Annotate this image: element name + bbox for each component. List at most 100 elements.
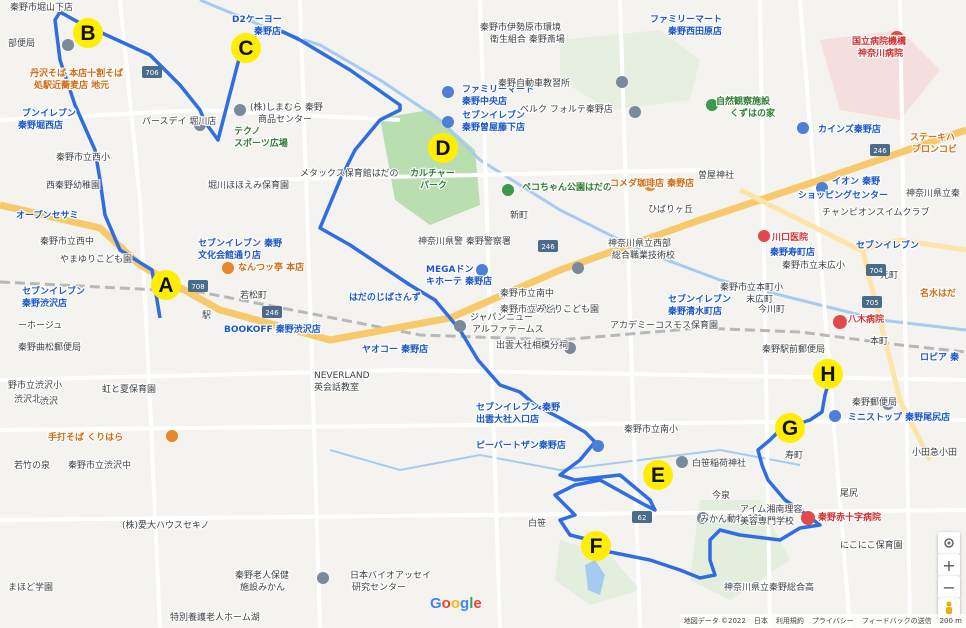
place-label: ピーバートザン秦野店 [476, 439, 566, 451]
place-label: 末広町 [746, 293, 773, 305]
place-label: 秦野市立南中 [500, 287, 554, 299]
place-label: 秦野中央店 [461, 95, 507, 107]
road-shield: 246 [538, 240, 558, 252]
road-shield: 706 [142, 66, 162, 78]
place-label: ジャパンニュー [470, 312, 533, 323]
place-label: 国立病院機構 [852, 35, 906, 47]
place-label: ミニストップ 秦野尾尻店 [848, 411, 950, 423]
svg-text:62: 62 [638, 514, 647, 522]
place-label: くずはの家 [730, 107, 776, 119]
place-label: 部便局 [8, 37, 35, 49]
attribution-item: 200 m [939, 617, 962, 625]
svg-text:246: 246 [541, 243, 555, 251]
place-label: 西秦野幼稚園 [46, 179, 100, 191]
locate-icon[interactable] [938, 532, 960, 554]
place-label: ステーキハ [910, 132, 955, 143]
place-label: にこにこ保育園 [840, 539, 903, 551]
place-label: 駅 [202, 310, 211, 321]
svg-text:G: G [782, 417, 798, 440]
waypoint-marker-c[interactable]: C [231, 33, 261, 63]
waypoint-marker-b[interactable]: B [73, 18, 103, 48]
place-label: 衛生組合 秦野斎場 [490, 33, 565, 45]
river-south [329, 448, 801, 472]
place-label: 神奈川県立秦野総合高 [724, 581, 814, 593]
place-label: 秦野曽屋藤下店 [461, 121, 525, 133]
place-label: アルファテームス [472, 324, 544, 335]
place-label: 新町 [510, 209, 528, 221]
place-label: 秦野郵便局 [852, 396, 897, 408]
place-label: 秦野渋沢店 [21, 297, 67, 309]
place-label: セブンイレブン [856, 239, 919, 251]
svg-text:246: 246 [873, 147, 887, 155]
place-label: 渋沢北 [14, 393, 41, 405]
place-label: ファミリーマート [462, 84, 534, 95]
place-label: スポーツ広場 [234, 137, 288, 149]
place-label: 秦野店 [253, 25, 281, 37]
place-label: 若竹の泉 [14, 459, 50, 471]
place-label: セブンイレブン 秦野 [198, 237, 282, 249]
place-label: パースデイ 堀川店 [142, 115, 216, 127]
place-label: 秦野赤十字病院 [817, 511, 881, 523]
place-label: 商品センター [258, 113, 312, 125]
place-label: 出雲大社相模分祠 [496, 339, 568, 351]
road-shield: 246 [870, 144, 890, 156]
place-label: 尾尻 [840, 488, 858, 499]
attribution-item[interactable]: 利用規約 [775, 617, 804, 625]
waypoint-marker-g[interactable]: G [775, 413, 805, 443]
place-label: 手打そば くりはら [48, 431, 123, 443]
waypoint-marker-f[interactable]: F [581, 531, 611, 561]
zoom-in-button[interactable]: + [938, 554, 960, 576]
road-shield: 708 [188, 280, 208, 292]
place-label: チャンピオンスイムクラブ [822, 206, 930, 218]
road-shield: 246 [262, 306, 282, 318]
waypoint-marker-d[interactable]: D [428, 133, 458, 163]
waypoint-markers[interactable]: A B C D E F G H [73, 18, 843, 561]
place-label: ブンイレブン [22, 107, 76, 119]
place-label: 施設みかん [240, 581, 285, 593]
place-label: BOOKOFF 秦野渋沢店 [224, 323, 321, 335]
place-label: カルチャー [410, 168, 455, 179]
place-label: ペコちゃん公園はだの [522, 182, 612, 193]
place-label: ファミリーマート [650, 14, 722, 25]
svg-text:C: C [238, 37, 253, 60]
svg-text:704: 704 [869, 267, 883, 275]
place-label: 白笹稲荷神社 [692, 457, 746, 469]
place-label: ベルク フォルテ秦野店 [520, 103, 613, 115]
attribution-item[interactable]: フィードバックの送信 [861, 617, 932, 625]
place-label: セブンイレブン [668, 293, 731, 305]
place-label: 処駅近蕎麦店 地元 [33, 79, 109, 91]
pond [585, 560, 605, 595]
place-label: 秦野堀西店 [17, 119, 63, 131]
place-label: ロピア 秦 [920, 351, 960, 363]
attribution-item[interactable]: プライバシー [811, 617, 854, 625]
place-label: D2ケーヨー [232, 14, 282, 25]
place-label: まほど学園 [8, 581, 53, 593]
place-label: 特別養護老人ホーム湖 [170, 611, 260, 623]
place-label: 曽屋神社 [698, 169, 734, 181]
place-label: 秦野市立本町小 [720, 281, 783, 293]
place-label: キホーテ 秦野店 [426, 275, 492, 287]
poi-pins [62, 31, 904, 584]
place-label: 秦野清水町店 [667, 305, 722, 317]
google-logo: Google [430, 595, 482, 612]
place-label: 神奈川県立西部 [608, 237, 671, 249]
place-label: 川口医院 [771, 231, 808, 243]
place-label: 秦野市堀山下店 [10, 1, 73, 13]
place-label: 秦野市立末広小 [782, 259, 845, 271]
place-label: 秦野市立南小 [624, 423, 678, 435]
zoom-out-button[interactable]: − [938, 576, 960, 598]
place-label: 秦野市伊勢原市環境 [480, 21, 561, 33]
place-label: はだのじばさんず [349, 291, 421, 303]
waypoint-marker-a[interactable]: A [151, 270, 181, 300]
place-label: 名水はだ [920, 287, 956, 299]
place-label: 神奈川県警 秦野警察署 [418, 235, 511, 247]
place-label: 秦野西田原店 [667, 25, 722, 37]
waypoint-marker-h[interactable]: H [813, 359, 843, 389]
place-label: 秦野駅前郵便局 [762, 343, 825, 355]
waypoint-marker-e[interactable]: E [643, 460, 673, 490]
place-label: NEVERLAND [314, 371, 370, 381]
place-label: セブンイレブン [22, 285, 85, 297]
